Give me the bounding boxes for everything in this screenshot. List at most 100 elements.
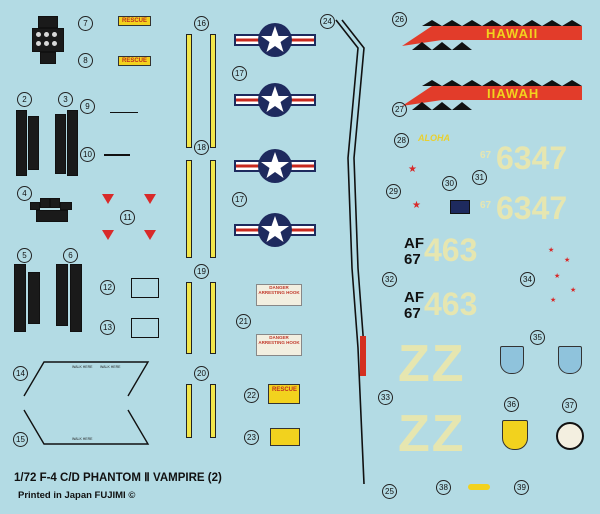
side-console-6	[56, 264, 82, 332]
callout-number: 13	[100, 320, 115, 335]
stencil-line-9	[110, 112, 138, 113]
tail-number-prefix: 67	[480, 200, 492, 211]
star-icon: ★	[408, 164, 417, 175]
rescue-arrow-decal-8: RESCUE	[118, 56, 152, 66]
walkway-strip	[210, 282, 216, 354]
usaf-roundel-18	[234, 149, 316, 183]
callout-number: 19	[194, 264, 209, 279]
walkway-strip	[186, 160, 192, 258]
callout-number: 36	[504, 397, 519, 412]
star-icon: ★	[570, 287, 577, 294]
callout-number: 34	[520, 272, 535, 287]
walkway-outline-15	[23, 409, 150, 445]
callout-number: 10	[80, 147, 95, 162]
walkway-strip	[210, 34, 216, 148]
callout-number: 8	[78, 53, 93, 68]
callout-number: 4	[17, 186, 32, 201]
callout-number: 37	[562, 398, 577, 413]
callout-number: 18	[194, 140, 209, 155]
callout-number: 2	[17, 92, 32, 107]
callout-number: 3	[58, 92, 73, 107]
callout-number: 22	[244, 388, 259, 403]
walk-here-text: WALK HERE	[72, 365, 93, 369]
star-icon: ★	[550, 297, 557, 304]
danger-subtitle: ARRESTING HOOK	[258, 290, 300, 295]
squadron-badge-35	[500, 346, 524, 374]
rescue-label: RESCUE	[122, 58, 148, 64]
walkway-strip	[210, 384, 216, 438]
callout-number: 14	[13, 366, 28, 381]
callout-number: 5	[17, 248, 32, 263]
callout-number: 16	[194, 16, 209, 31]
rescue-arrow-decal-7: RESCUE	[118, 16, 152, 26]
callout-number: 35	[530, 330, 545, 345]
callout-number: 17	[232, 66, 247, 81]
sheet-title: 1/72 F-4 C/D PHANTOM Ⅱ VAMPIRE (2)	[14, 472, 222, 484]
danger-title: DANGER	[269, 335, 289, 340]
stencil-decal-23	[270, 428, 300, 446]
star-icon: ★	[548, 247, 555, 254]
callout-number: 25	[382, 484, 397, 499]
callout-number: 11	[120, 210, 135, 225]
canopy-seal-line-24	[335, 19, 366, 485]
tail-number-prefix: 67	[480, 150, 492, 161]
warning-triangles-11	[100, 190, 162, 242]
af-code: AF	[404, 235, 424, 252]
callout-number: 24	[320, 14, 335, 29]
zz-tail-code: ZZ	[398, 405, 466, 463]
squadron-code: 67	[404, 251, 421, 268]
callout-number: 21	[236, 314, 251, 329]
tail-number-digits: 6347	[496, 140, 568, 176]
printed-in-japan: Printed in Japan FUJIMI ©	[18, 490, 136, 501]
squadron-badge-37	[556, 422, 584, 450]
walk-here-text: WALK HERE	[100, 365, 121, 369]
rescue-box-decal-22: RESCUE	[268, 384, 300, 404]
callout-number: 23	[244, 430, 259, 445]
callout-number: 26	[392, 12, 407, 27]
squadron-code: 67	[404, 305, 421, 322]
star-icon: ★	[412, 200, 421, 211]
side-console-3	[55, 110, 78, 176]
star-icon: ★	[554, 273, 561, 280]
walkway-strip	[186, 34, 192, 148]
emblem-38	[468, 484, 490, 490]
callout-number: 33	[378, 390, 393, 405]
callout-number: 38	[436, 480, 451, 495]
zz-tail-code: ZZ	[398, 335, 466, 393]
walk-here-text: WALK HERE	[72, 437, 93, 441]
rear-panel-4	[30, 198, 74, 224]
hawaii-tail-band-27: HAWAII	[402, 80, 582, 110]
danger-subtitle: ARRESTING HOOK	[258, 340, 300, 345]
squadron-badge-36	[502, 420, 528, 450]
callout-number: 29	[386, 184, 401, 199]
aloha-text: ALOHA	[418, 133, 450, 143]
callout-number: 20	[194, 366, 209, 381]
callout-number: 32	[382, 272, 397, 287]
callout-number: 28	[394, 133, 409, 148]
outline-box-12	[131, 278, 159, 298]
walkway-outline-14	[23, 361, 150, 397]
callout-number: 12	[100, 280, 115, 295]
callout-number: 31	[472, 170, 487, 185]
hawaii-tail-band-26: HAWAII	[402, 20, 582, 50]
squadron-badge-35-b	[558, 346, 582, 374]
callout-number: 39	[514, 480, 529, 495]
outline-box-13	[131, 318, 159, 338]
usaf-roundel-16	[234, 23, 316, 57]
danger-arresting-hook-decal: DANGER ARRESTING HOOK	[256, 284, 302, 306]
tail-number-digits: 6347	[496, 190, 568, 226]
af-code: AF	[404, 289, 424, 306]
rescue-label: RESCUE	[122, 18, 148, 24]
rescue-box-label: RESCUE	[272, 387, 298, 393]
danger-arresting-hook-decal: DANGER ARRESTING HOOK	[256, 334, 302, 356]
instrument-panel-1	[32, 16, 64, 64]
star-icon: ★	[564, 257, 571, 264]
callout-number: 15	[13, 432, 28, 447]
callout-number: 30	[442, 176, 457, 191]
hawaii-text: HAWAII	[486, 26, 539, 41]
stencil-line-10	[104, 154, 130, 156]
serial-ghost: 463	[424, 232, 478, 268]
walkway-strip	[210, 160, 216, 258]
side-console-5	[14, 264, 40, 332]
callout-number: 6	[63, 248, 78, 263]
